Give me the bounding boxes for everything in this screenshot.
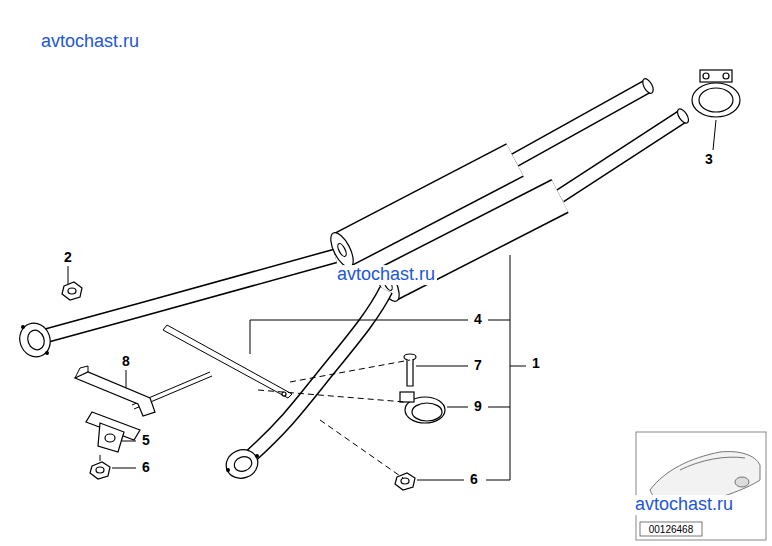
watermark: avtochast.ru xyxy=(335,265,437,285)
callout-number: 8 xyxy=(122,354,130,369)
callout-number: 1 xyxy=(532,356,540,371)
callout-number: 6 xyxy=(142,460,150,475)
nut xyxy=(395,473,415,490)
callout-number: 6 xyxy=(470,472,478,487)
pipe-clamp xyxy=(400,392,445,423)
callout-number: 2 xyxy=(64,250,72,265)
callout-number: 7 xyxy=(474,358,482,373)
drawing-number: 00126468 xyxy=(649,524,694,535)
pipe-clamp xyxy=(692,70,740,117)
bracket xyxy=(75,366,155,416)
flange xyxy=(222,445,262,482)
leader-line xyxy=(68,120,716,480)
watermark: avtochast.ru xyxy=(39,32,141,52)
support-strap xyxy=(132,325,292,409)
rubber-mount xyxy=(86,412,140,452)
flange xyxy=(15,319,55,361)
bolt xyxy=(404,354,416,386)
watermark: avtochast.ru xyxy=(633,495,735,515)
callout-number: 4 xyxy=(474,312,482,327)
nut xyxy=(90,462,110,479)
callout-number: 9 xyxy=(474,399,482,414)
nut xyxy=(62,282,82,300)
callout-number: 5 xyxy=(142,433,150,448)
vehicle-inset xyxy=(636,432,766,540)
callout-number: 3 xyxy=(705,152,713,167)
